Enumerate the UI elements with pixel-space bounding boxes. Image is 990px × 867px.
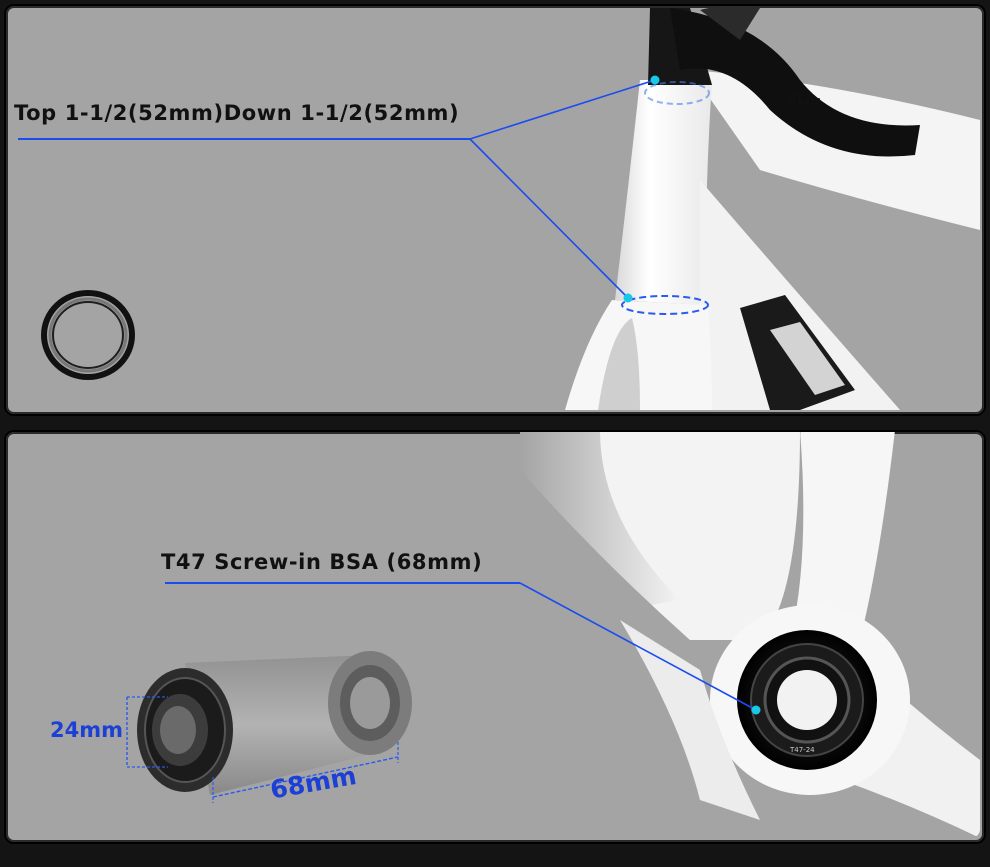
bb-cup-installed-icon: T47-24 xyxy=(737,630,877,770)
headset-frame-artwork: SL 11S xyxy=(41,6,980,410)
svg-text:T47-24: T47-24 xyxy=(789,746,815,754)
frame-model-mark-sub: 11S xyxy=(804,97,821,106)
headset-spec-label: Top 1-1/2(52mm)Down 1-1/2(52mm) xyxy=(14,101,460,125)
headset-bearing-ring-icon xyxy=(41,290,135,380)
bottom-bracket-frame-artwork: T47-24 xyxy=(137,432,980,838)
headset-callout xyxy=(18,75,660,303)
bottom-bracket-spec-label: T47 Screw-in BSA (68mm) xyxy=(161,550,483,574)
frame-model-mark: SL xyxy=(787,92,806,108)
bb-callout xyxy=(165,582,761,715)
bb-shell-illustration xyxy=(137,651,412,795)
dimension-lines xyxy=(126,696,399,803)
bb-width-dimension: 24mm xyxy=(50,718,123,742)
